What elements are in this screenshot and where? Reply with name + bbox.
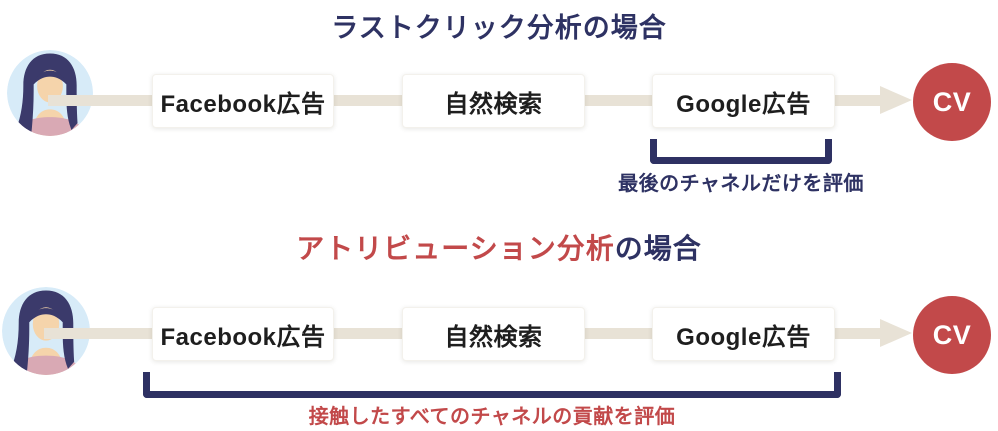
conversion-badge: CV bbox=[913, 296, 991, 374]
title-text-suffix: の場合 bbox=[614, 233, 702, 264]
bracket-caption: 接触したすべてのチャネルの貢献を評価 bbox=[308, 406, 676, 428]
channel-label: Facebook広告 bbox=[160, 90, 326, 118]
conversion-badge: CV bbox=[913, 63, 991, 141]
channel-label: 自然検索 bbox=[444, 323, 543, 351]
cv-label: CV bbox=[932, 86, 972, 117]
section-title-attribution: アトリビューション分析の場合 bbox=[0, 227, 998, 267]
bracket-caption: 最後のチャネルだけを評価 bbox=[618, 173, 864, 195]
title-text: ラストクリック分析の場合 bbox=[331, 13, 667, 43]
evaluation-bracket-last-channel bbox=[650, 139, 832, 164]
title-text: アトリビューション分析 bbox=[296, 233, 615, 264]
arrow-right-icon bbox=[880, 319, 912, 347]
channel-label: 自然検索 bbox=[444, 90, 543, 118]
section-title-last-click: ラストクリック分析の場合 bbox=[0, 6, 998, 45]
user-avatar bbox=[7, 50, 93, 136]
cv-label: CV bbox=[932, 319, 972, 350]
channel-box-google-ads: Google広告 bbox=[652, 74, 835, 128]
channel-box-organic-search: 自然検索 bbox=[402, 307, 585, 361]
person-icon bbox=[7, 50, 93, 136]
channel-box-facebook-ads: Facebook広告 bbox=[152, 307, 334, 361]
channel-box-facebook-ads: Facebook広告 bbox=[152, 74, 334, 128]
channel-label: Google広告 bbox=[676, 90, 811, 118]
channel-label: Facebook広告 bbox=[160, 323, 326, 351]
arrow-right-icon bbox=[880, 86, 912, 114]
channel-box-google-ads: Google広告 bbox=[652, 307, 835, 361]
evaluation-bracket-all-channels bbox=[143, 372, 841, 398]
channel-label: Google広告 bbox=[676, 323, 811, 351]
channel-box-organic-search: 自然検索 bbox=[402, 74, 585, 128]
